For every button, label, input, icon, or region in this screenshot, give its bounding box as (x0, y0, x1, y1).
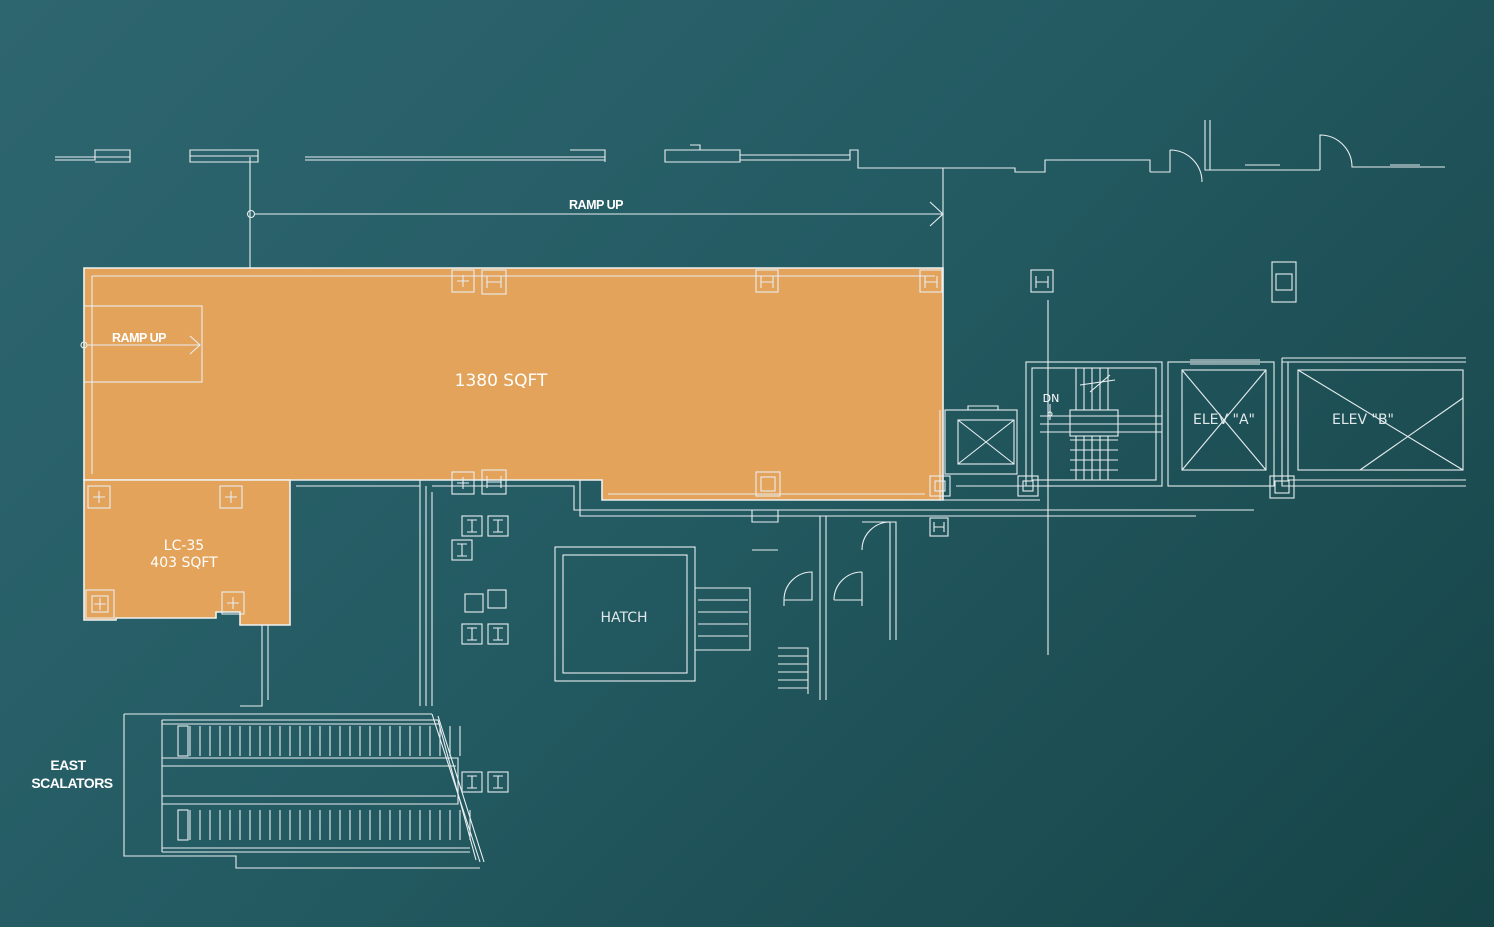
column-markers (85, 261, 1297, 793)
unit-area-label: 403 SQFT (150, 555, 218, 571)
main-area-label: 1380 SQFT (455, 371, 548, 391)
elevator-a-label: ELEV "A" (1193, 412, 1255, 428)
top-wall (55, 120, 1445, 183)
small-stair (778, 647, 809, 694)
elevator-a (1167, 359, 1275, 487)
corridor-walls (240, 300, 1254, 707)
unit-lc-35 (83, 479, 291, 626)
ramp-up-top-arrow (246, 157, 944, 268)
elevator-b-label: ELEV "B" (1332, 412, 1394, 428)
hatch (554, 546, 751, 682)
elevator-b (1281, 357, 1466, 487)
ramp-up-inner-arrow (80, 335, 201, 355)
ramp-up-top-label: RAMP UP (569, 198, 623, 212)
stairwell (1025, 361, 1163, 487)
escalators-label-line2: SCALATORS (31, 775, 112, 791)
east-escalators (123, 713, 485, 869)
stair-dn-label: DN (1043, 392, 1060, 405)
doors (783, 571, 863, 606)
unit-id-label: LC-35 (164, 538, 204, 554)
escalators-label-line1: EAST (50, 757, 86, 773)
ramp-up-inner-label: RAMP UP (112, 331, 166, 345)
service-elevator (944, 405, 1018, 475)
hatch-label: HATCH (600, 610, 647, 626)
